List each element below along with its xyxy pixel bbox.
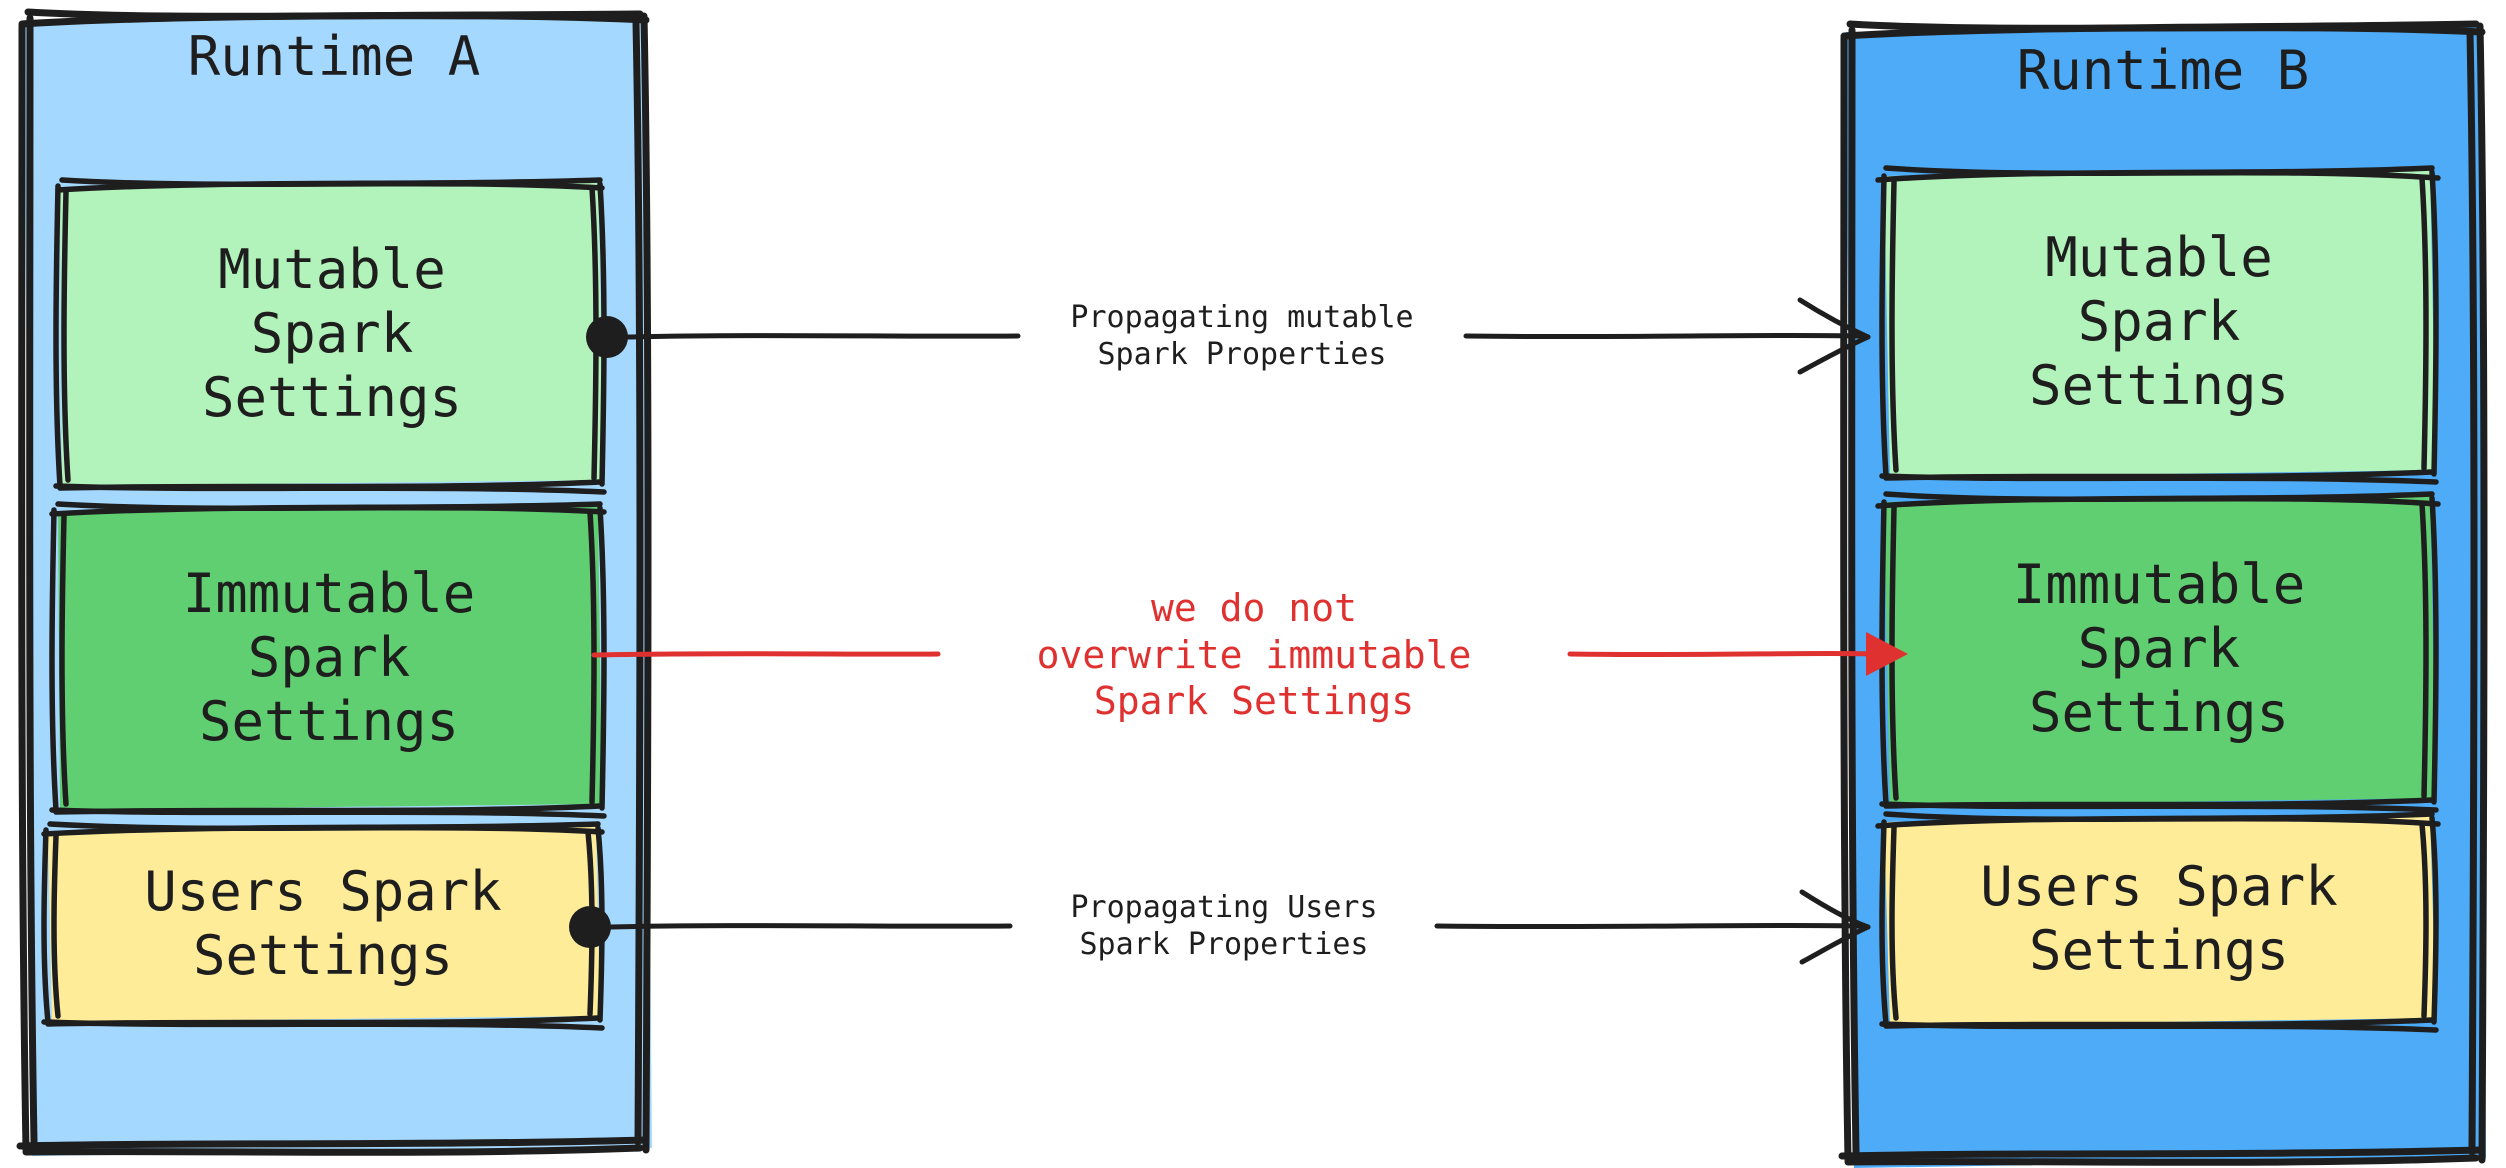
users-a-box[interactable] xyxy=(41,821,605,1031)
connector-propagate-mutable[interactable] xyxy=(586,297,1871,375)
mutable-a-box[interactable] xyxy=(53,177,607,495)
mutable-b-box[interactable] xyxy=(1875,165,2441,485)
immutable-b-box[interactable] xyxy=(1875,491,2441,813)
connector-no-overwrite-immutable[interactable] xyxy=(591,632,1908,676)
connector-propagate-users[interactable] xyxy=(569,889,1871,965)
users-b-box[interactable] xyxy=(1875,811,2441,1033)
immutable-a-box[interactable] xyxy=(49,501,607,819)
